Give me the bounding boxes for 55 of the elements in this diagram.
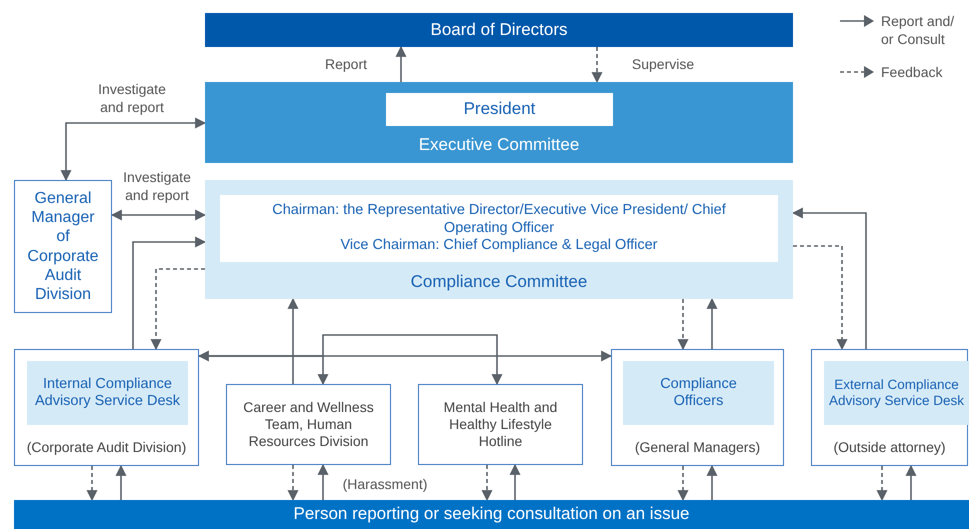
footer-bar [14, 500, 969, 529]
node-text: Compliance Committee [410, 272, 588, 293]
desk-band [27, 361, 188, 425]
hotline-box [418, 384, 583, 465]
connector-arrow [678, 466, 688, 502]
node-text: Career and Wellness Team, Human Resources Division [242, 399, 375, 450]
connector-arrow [288, 298, 298, 384]
node-text: Chairman: the Representative Director/Executive Vice President/ Chief Operating Officer [271, 202, 727, 238]
connector-arrow [116, 464, 126, 500]
node-text: General Manager of Corporate Audit Division [26, 188, 100, 304]
connector-arrow [318, 464, 328, 500]
desk-box [811, 349, 968, 466]
committee-panel [205, 180, 793, 299]
officer-box [611, 349, 784, 466]
connector-arrow [110, 210, 206, 220]
connector-arrow [132, 236, 206, 349]
node-text: Executive Committee [418, 135, 580, 156]
connector-arrow [396, 46, 406, 82]
node-text: Compliance Officers [659, 376, 738, 410]
legend-text: Feedback [881, 63, 944, 82]
connector-arrow [150, 268, 205, 350]
committee-panel [205, 82, 793, 163]
connector-arrow [706, 464, 718, 500]
member-box [220, 195, 778, 262]
connector-arrow [706, 298, 718, 349]
connector-arrow [906, 464, 916, 500]
desk-box [14, 349, 199, 466]
connector-arrow [678, 299, 688, 350]
node-text: Internal Compliance Advisory Service Desk [34, 376, 182, 410]
node-text: Mental Health and Healthy Lifestyle Hotline [442, 399, 558, 450]
desk-band [824, 361, 969, 425]
team-box [226, 384, 391, 465]
connector-arrow [792, 208, 867, 349]
connector-arrow [510, 464, 520, 500]
connector-arrow [60, 118, 206, 182]
node-text: Vice Chairman: Chief Compliance & Legal Officer [340, 237, 658, 255]
connector-arrow [86, 466, 98, 502]
officer-band [623, 361, 774, 425]
connector-arrow [482, 465, 492, 502]
node-text: (General Managers) [634, 439, 760, 456]
node-text: Person reporting or seeking consultation on an issue [294, 504, 690, 525]
header-bar [205, 13, 793, 47]
title-box [386, 93, 613, 126]
connector-arrow [592, 47, 602, 84]
node-text: Board of Directors [430, 20, 568, 40]
node-text: (Corporate Audit Division) [26, 439, 186, 456]
connector-arrow [198, 350, 612, 362]
connector-arrow [793, 245, 848, 350]
node-text: (Outside attorney) [833, 439, 946, 456]
role-box [14, 180, 112, 313]
connector-arrow [876, 466, 888, 502]
legend-text: Report and/ or Consult [881, 12, 956, 48]
node-text: External Compliance Advisory Service Desk [828, 376, 965, 410]
connector-arrow [288, 465, 298, 502]
node-text: President [464, 99, 536, 120]
